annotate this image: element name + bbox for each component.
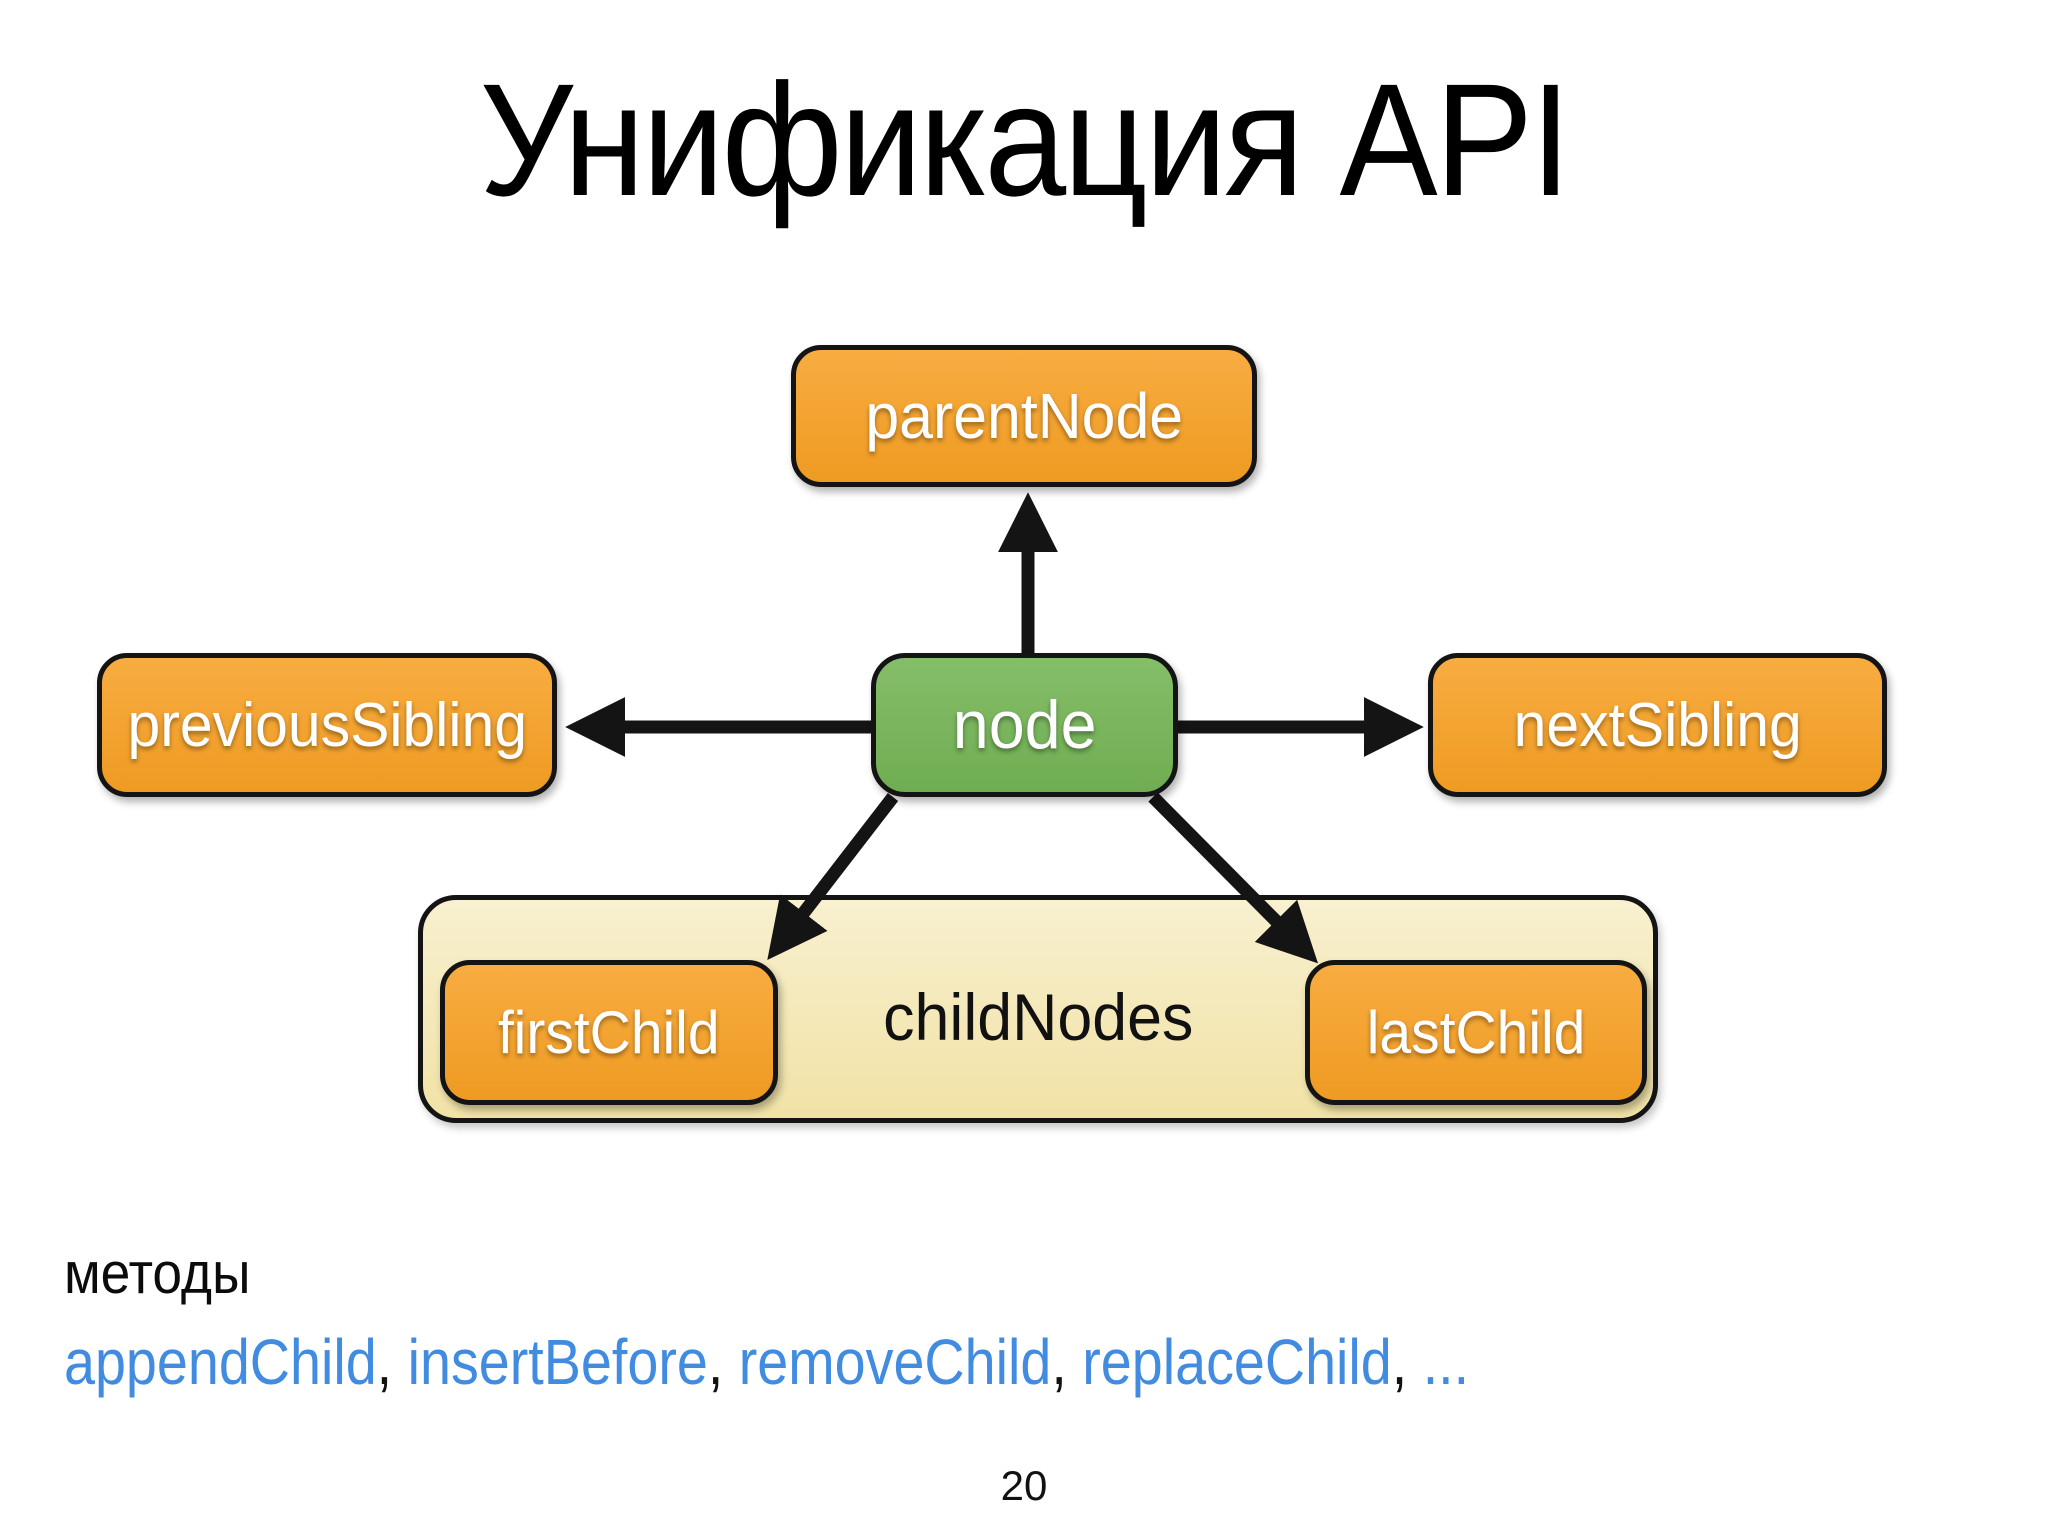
slide-title: Унификация API xyxy=(479,50,1571,229)
node-label: node xyxy=(952,687,1097,763)
method-name: appendChild xyxy=(64,1326,377,1398)
first-child-label: firstChild xyxy=(498,999,720,1066)
next-sibling-box: nextSibling xyxy=(1428,653,1887,797)
first-child-box: firstChild xyxy=(440,960,778,1105)
method-separator: , xyxy=(1391,1326,1423,1398)
methods-heading: методы xyxy=(64,1241,251,1306)
method-separator: , xyxy=(707,1326,739,1398)
last-child-box: lastChild xyxy=(1305,960,1647,1105)
previous-sibling-label: previousSibling xyxy=(127,690,527,760)
page-number: 20 xyxy=(1000,1462,1048,1509)
parent-node-label: parentNode xyxy=(865,380,1183,452)
previous-sibling-box: previousSibling xyxy=(97,653,557,797)
node-box: node xyxy=(871,653,1178,797)
child-nodes-label: childNodes xyxy=(882,980,1194,1054)
method-separator: , xyxy=(376,1326,408,1398)
method-separator: , xyxy=(1051,1326,1083,1398)
methods-footer: методы appendChild, insertBefore, remove… xyxy=(64,1240,1679,1399)
next-sibling-label: nextSibling xyxy=(1513,690,1802,760)
method-name: insertBefore xyxy=(407,1326,708,1398)
methods-list: appendChild, insertBefore, removeChild, … xyxy=(64,1325,1469,1399)
method-ellipsis: ... xyxy=(1422,1326,1470,1398)
last-child-label: lastChild xyxy=(1366,999,1586,1066)
method-name: replaceChild xyxy=(1082,1326,1392,1398)
method-name: removeChild xyxy=(738,1326,1052,1398)
parent-node-box: parentNode xyxy=(791,345,1257,487)
